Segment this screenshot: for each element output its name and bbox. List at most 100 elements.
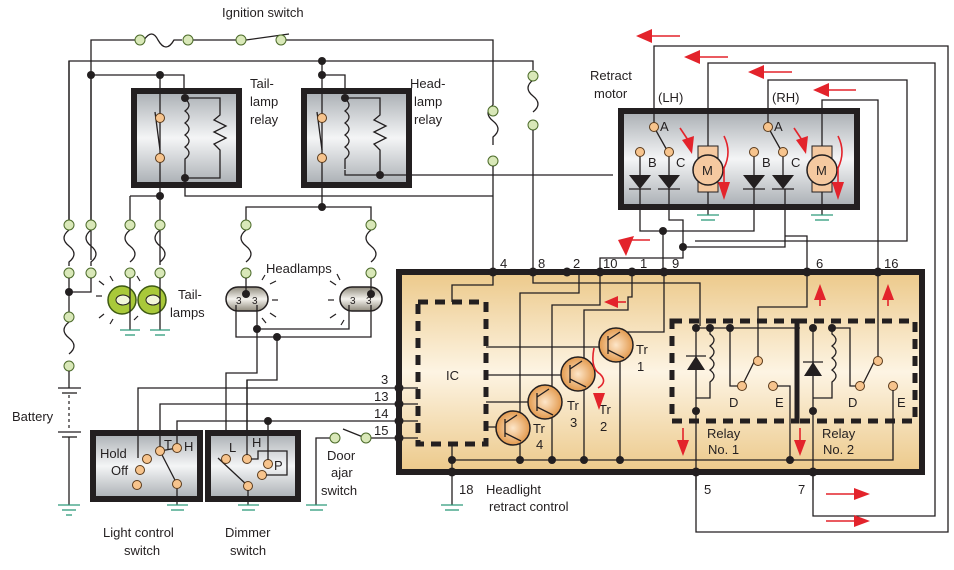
diagram-label: T [164,437,172,452]
retract-motor: Retract motor (LH) (RH) A B C M [590,45,949,533]
diagram-label: 18 [459,482,473,497]
diagram-label: C [791,155,800,170]
diagram-label: 14 [374,406,388,421]
diagram-label: retract control [489,499,569,514]
diagram-label: (LH) [658,90,683,105]
diagram-label: Relay [822,426,856,441]
diagram-label: 8 [538,256,545,271]
diagram-label: Tr [567,398,579,413]
diagram-label: Hold [100,446,127,461]
diagram-label: (RH) [772,90,799,105]
pin-labels: 4 8 2 10 1 9 6 16 3 13 14 15 18 5 7 [374,256,898,497]
diagram-label: 5 [704,482,711,497]
diagram-label: Headlight [486,482,541,497]
diagram-label: 3 [366,296,372,307]
diagram-label: 1 [640,256,647,271]
diagram-label: ajar [331,465,353,480]
diagram-label: A [660,119,669,134]
transistor-tr1 [598,327,634,363]
battery-label: Battery [12,409,54,424]
headlight-retract-control: IC [396,269,925,511]
diagram-label: 4 [536,437,543,452]
diagram-label: 7 [798,482,805,497]
diagram-label: 15 [374,423,388,438]
diagram-label: lamps [170,305,205,320]
diagram-label: M [816,163,827,178]
diagram-label: D [729,395,738,410]
diagram-label: C [676,155,685,170]
diagram-label: relay [250,112,279,127]
diagram-label: 13 [374,389,388,404]
diagram-label: 2 [573,256,580,271]
diagram-label: No. 2 [823,442,854,457]
switch-terminal [275,34,287,46]
diagram-label: motor [594,86,628,101]
ignition-switch-label: Ignition switch [222,5,304,20]
diagram-label: 10 [603,256,617,271]
light-control-switch[interactable]: Hold Off T H Light control switch [90,387,398,558]
diagram-label: 9 [672,256,679,271]
diagram-label: 3 [236,296,242,307]
diagram-label: Tr [533,421,545,436]
diagram-label: 2 [600,419,607,434]
diagram-label: Light control [103,525,174,540]
diagram-label: lamp [250,94,278,109]
diagram-label: Tail- [250,76,274,91]
diagram-label: 3 [570,415,577,430]
motor-icon-lh [692,154,724,186]
diagram-label: B [648,155,657,170]
diagram-label: lamp [414,94,442,109]
transistor-tr4 [495,410,531,446]
diagram-label: Head- [410,76,445,91]
diagram-label: IC [446,368,459,383]
diagram-label: 3 [350,296,356,307]
pin-dots [394,267,883,477]
diagram-label: 16 [884,256,898,271]
tail-lamps: Tail- lamps [96,192,205,336]
switch-terminal [235,34,247,46]
diagram-label: M [702,163,713,178]
diagram-label: Tail- [178,287,202,302]
diagram-label: P [274,458,283,473]
diagram-label: H [184,439,193,454]
diagram-label: Dimmer [225,525,271,540]
fuse-terminal [182,34,194,46]
ground-bus-dots [448,456,624,464]
diagram-label: H [252,435,261,450]
diagram-label: 3 [252,296,258,307]
diagram-label: Door [327,448,356,463]
relay-no-2: D E Relay No. 2 [790,272,918,490]
diagram-label: relay [414,112,443,127]
diagram-label: 6 [816,256,823,271]
diagram-label: Tr [599,402,611,417]
transistor-tr2 [560,356,596,392]
diagram-label: 4 [500,256,507,271]
fuse-terminal [134,34,146,46]
tail-lamp-relay: Tail- lamp relay [131,76,493,197]
battery-fuses: Battery [12,61,97,516]
dimmer-switch[interactable]: L H P Dimmer switch [205,380,301,558]
current-flow-arrows [604,29,894,527]
head-lamp-relay: Head- lamp relay [301,75,613,207]
diagram-label: D [848,395,857,410]
door-ajar-switch[interactable]: Door ajar switch [306,428,398,511]
diagram-label: A [774,119,783,134]
diagram-label: E [897,395,906,410]
transistors: Tr1 Tr2 Tr3 Tr4 [495,327,648,452]
diagram-label: Retract [590,68,632,83]
diagram-label: Off [111,463,128,478]
diagram-label: 1 [637,359,644,374]
ignition-circuit: Ignition switch [90,5,494,260]
diagram-label: 3 [381,372,388,387]
diagram-label: switch [230,543,266,558]
diagram-label: B [762,155,771,170]
diagram-label: L [229,440,236,455]
diagram-label: switch [321,483,357,498]
diagram-label: No. 1 [708,442,739,457]
diagram-label: E [775,395,784,410]
headlamp-rh [339,286,383,312]
ground-icon [58,504,80,516]
transistor-tr3 [527,384,563,420]
